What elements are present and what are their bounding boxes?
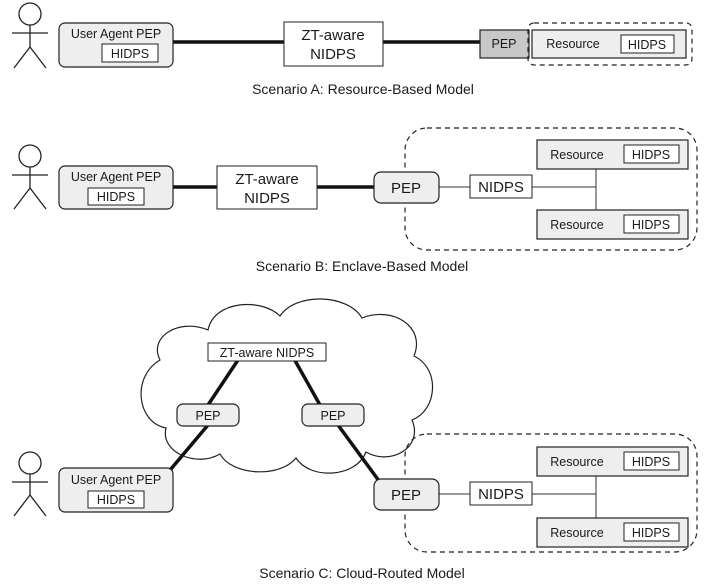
scenario-c: ZT-aware NIDPS PEP PEP User Agent PEP HI…: [12, 298, 698, 581]
user-agent-pep: User Agent PEP HIDPS: [58, 467, 174, 513]
resource-label: Resource: [546, 37, 600, 51]
zt-aware-nidps: ZT-aware NIDPS: [207, 342, 327, 362]
nidps-label: NIDPS: [478, 486, 524, 503]
hidps-label: HIDPS: [632, 526, 670, 540]
scenario-b: User Agent PEP HIDPS ZT-aware NIDPS PEP …: [12, 127, 698, 274]
enclave-pep: PEP: [373, 171, 440, 204]
pep-label: PEP: [320, 409, 345, 423]
enclave-nidps: NIDPS: [469, 174, 533, 199]
resource-label: Resource: [550, 526, 604, 540]
hidps-label: HIDPS: [97, 190, 135, 204]
pep-label: PEP: [195, 409, 220, 423]
user-person-icon: [12, 2, 48, 69]
resource-1: Resource HIDPS: [536, 446, 689, 477]
user-agent-pep: User Agent PEP HIDPS: [58, 22, 174, 68]
nidps-label: NIDPS: [310, 46, 356, 63]
hidps-label: HIDPS: [632, 148, 670, 162]
zt-aware-label: ZT-aware: [235, 171, 298, 188]
resource-boundary: [527, 22, 693, 66]
zt-aware-nidps: ZT-aware NIDPS: [216, 165, 318, 210]
enclave-boundary: [404, 433, 698, 553]
hidps-label: HIDPS: [111, 47, 149, 61]
zt-aware-nidps-label: ZT-aware NIDPS: [220, 346, 314, 360]
resource-with-pep: PEP Resource HIDPS: [479, 22, 693, 66]
user-agent-pep: User Agent PEP HIDPS: [58, 165, 174, 210]
link-pep-right-to-enclave-pep: [336, 423, 384, 487]
user-agent-pep-label: User Agent PEP: [71, 473, 161, 487]
resource-label: Resource: [550, 148, 604, 162]
resource-2: Resource HIDPS: [536, 517, 689, 548]
caption-scenario-a: Scenario A: Resource-Based Model: [252, 81, 474, 97]
user-agent-pep-label: User Agent PEP: [71, 27, 161, 41]
enclave-nidps: NIDPS: [469, 481, 533, 506]
hidps-label: HIDPS: [632, 455, 670, 469]
pep-label: PEP: [491, 37, 516, 51]
pep-label: PEP: [391, 487, 421, 504]
cloud-pep-right: PEP: [301, 403, 365, 427]
user-person-icon: [12, 144, 48, 210]
hidps-label: HIDPS: [97, 493, 135, 507]
zt-aware-nidps: ZT-aware NIDPS: [283, 21, 384, 67]
caption-scenario-b: Scenario B: Enclave-Based Model: [256, 258, 468, 274]
nidps-label: NIDPS: [478, 179, 524, 196]
nidps-label: NIDPS: [244, 190, 290, 207]
user-agent-pep-label: User Agent PEP: [71, 170, 161, 184]
user-person-icon: [12, 451, 48, 517]
enclave-pep: PEP: [373, 478, 440, 511]
hidps-label: HIDPS: [628, 38, 666, 52]
resource-1: Resource HIDPS: [536, 139, 689, 170]
cloud-icon: [140, 298, 434, 474]
resource-label: Resource: [550, 455, 604, 469]
link-nidps-to-pep-right: [291, 356, 322, 406]
scenario-a: User Agent PEP HIDPS ZT-aware NIDPS PEP …: [12, 2, 693, 97]
resource-2: Resource HIDPS: [536, 209, 689, 240]
pep-label: PEP: [391, 180, 421, 197]
hidps-label: HIDPS: [632, 218, 670, 232]
zt-aware-label: ZT-aware: [301, 27, 364, 44]
caption-scenario-c: Scenario C: Cloud-Routed Model: [259, 565, 464, 581]
link-nidps-to-pep-left: [206, 356, 242, 406]
cloud-pep-left: PEP: [176, 403, 240, 427]
resource-label: Resource: [550, 218, 604, 232]
